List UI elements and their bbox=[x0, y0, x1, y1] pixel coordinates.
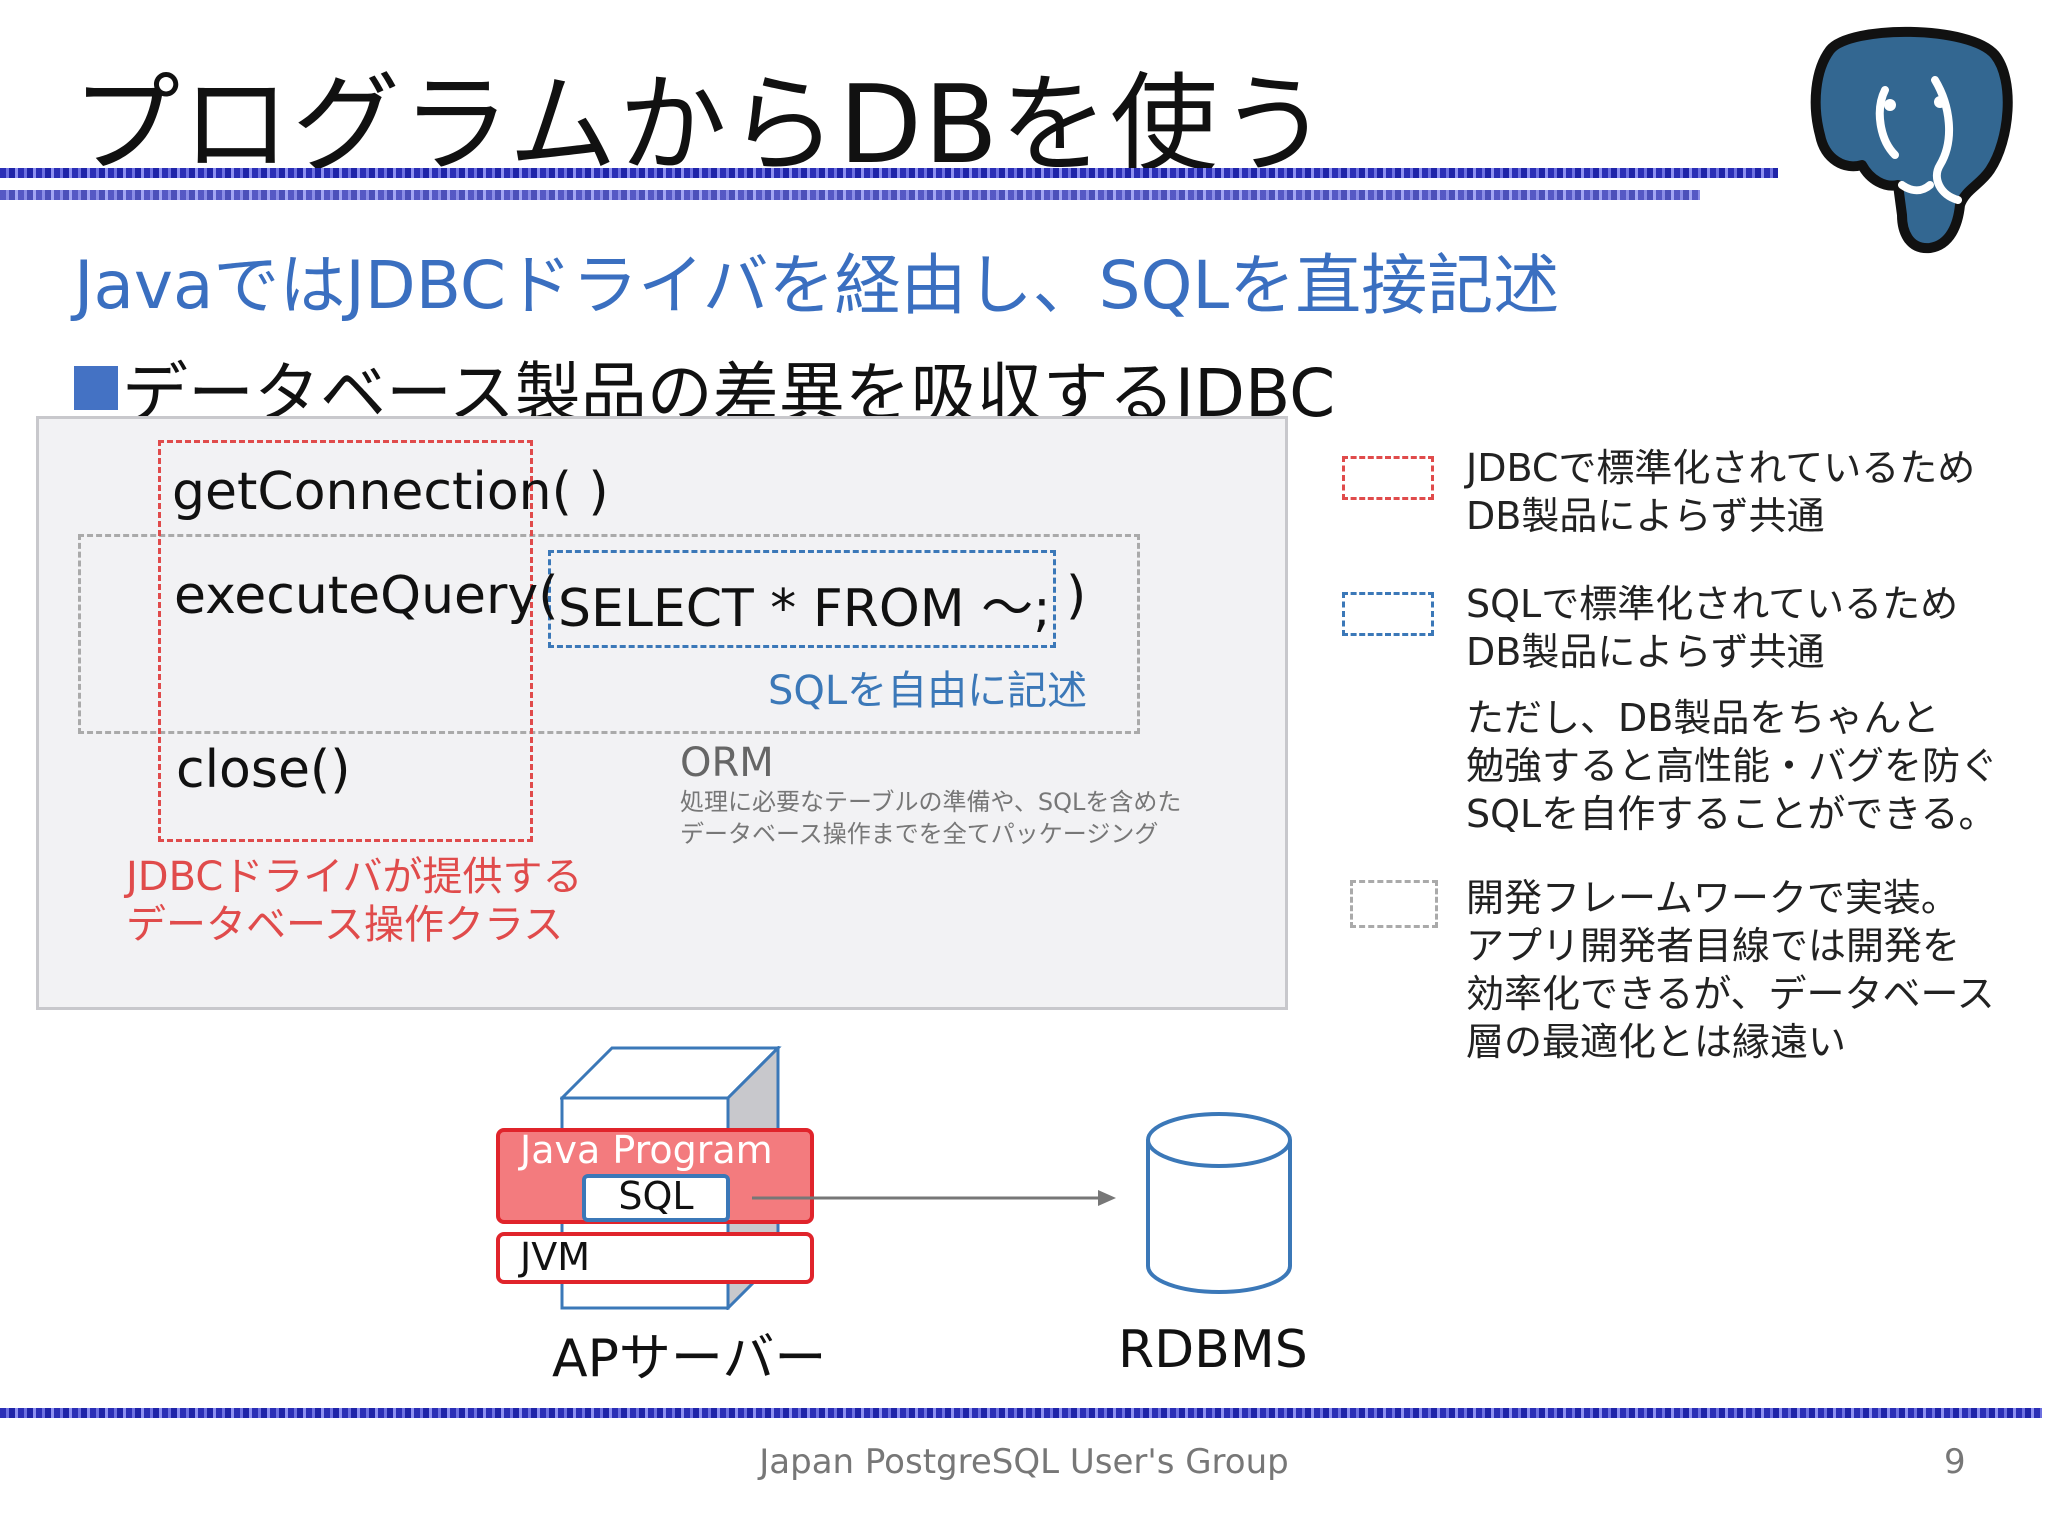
orm-desc-line2: データベース操作までを全てパッケージング bbox=[680, 820, 1159, 848]
close-text: close() bbox=[176, 740, 351, 800]
legend-gray-line3: 効率化できるが、データベース bbox=[1466, 972, 1995, 1016]
database-cylinder-icon bbox=[1146, 1112, 1292, 1294]
sql-statement-text: SELECT * FROM ～; bbox=[558, 579, 1051, 639]
legend-blue-swatch bbox=[1342, 592, 1434, 636]
legend-note-line1: ただし、DB製品をちゃんと bbox=[1466, 696, 1940, 740]
sql-box bbox=[582, 1174, 730, 1222]
rdbms-label: RDBMS bbox=[1118, 1320, 1308, 1380]
legend-gray-line4: 層の最適化とは縁遠い bbox=[1466, 1020, 1847, 1064]
java-program-label: Java Program bbox=[520, 1128, 773, 1172]
page-number: 9 bbox=[1944, 1442, 1966, 1482]
footer-org: Japan PostgreSQL User's Group bbox=[759, 1442, 1289, 1482]
jdbc-class-label-line1: JDBCドライバが提供する bbox=[126, 854, 583, 900]
orm-title: ORM bbox=[680, 740, 774, 786]
page-title: プログラムからDBを使う bbox=[72, 63, 1331, 188]
legend-note-line3: SQLを自作することができる。 bbox=[1466, 792, 1997, 836]
footer-rule bbox=[0, 1408, 2042, 1418]
execute-query-text: executeQuery( bbox=[174, 566, 559, 626]
legend-red-line2: DB製品によらず共通 bbox=[1466, 494, 1825, 538]
legend-gray-line2: アプリ開発者目線では開発を bbox=[1466, 924, 1961, 968]
bullet-square-icon bbox=[74, 366, 118, 410]
get-connection-text: getConnection( ) bbox=[172, 462, 609, 522]
jvm-box bbox=[496, 1232, 814, 1284]
header-rule-top bbox=[0, 168, 1778, 178]
sql-free-label: SQLを自由に記述 bbox=[768, 668, 1088, 714]
legend-note-line2: 勉強すると高性能・バグを防ぐ bbox=[1466, 744, 1999, 788]
legend-gray-swatch bbox=[1350, 880, 1438, 928]
orm-desc-line1: 処理に必要なテーブルの準備や、SQLを含めた bbox=[680, 788, 1182, 816]
jdbc-dashed-box bbox=[158, 440, 533, 842]
close-paren-text: ) bbox=[1066, 566, 1087, 626]
orm-dashed-box bbox=[78, 534, 1140, 734]
legend-red-swatch bbox=[1342, 456, 1434, 500]
header-rule-bottom bbox=[0, 190, 1700, 200]
jvm-label: JVM bbox=[520, 1235, 590, 1279]
arrow-right-icon bbox=[752, 1190, 1116, 1206]
postgresql-elephant-logo bbox=[1810, 26, 2013, 254]
jdbc-class-label-line2: データベース操作クラス bbox=[126, 902, 564, 948]
sql-box-label: SQL bbox=[618, 1174, 694, 1218]
legend-red-line1: JDBCで標準化されているため bbox=[1466, 446, 1976, 490]
legend-blue-line2: DB製品によらず共通 bbox=[1466, 630, 1825, 674]
sql-dashed-box bbox=[548, 550, 1056, 648]
ap-server-label: APサーバー bbox=[552, 1329, 827, 1389]
legend-blue-line1: SQLで標準化されているため bbox=[1466, 582, 1959, 626]
code-panel bbox=[36, 416, 1288, 1010]
slide-subtitle: JavaではJDBCドライバを経由し、SQLを直接記述 bbox=[74, 247, 1560, 324]
legend-gray-line1: 開発フレームワークで実装。 bbox=[1466, 876, 1959, 920]
